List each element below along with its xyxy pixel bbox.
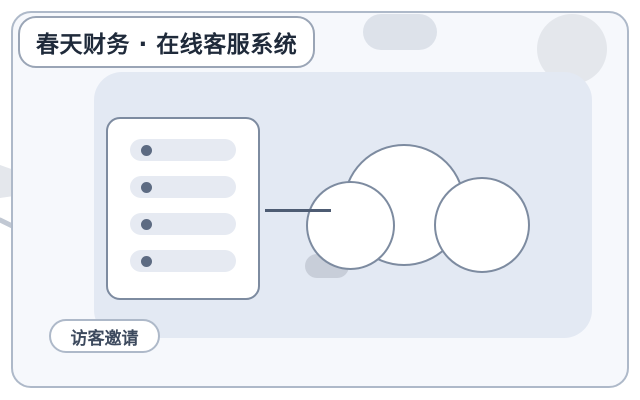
cloud-circle-left: [306, 181, 395, 270]
decorative-pill: [363, 14, 437, 50]
server-rack-icon: [106, 117, 260, 300]
server-status-dot: [141, 256, 152, 267]
server-status-dot: [141, 182, 152, 193]
server-status-dot: [141, 145, 152, 156]
server-row: [130, 176, 236, 198]
visitor-invite-button[interactable]: 访客邀请: [49, 319, 160, 353]
connection-line: [265, 209, 331, 212]
page-title: 春天财务 · 在线客服系统: [36, 32, 298, 58]
server-row: [130, 139, 236, 161]
server-row: [130, 250, 236, 272]
page-title-box: 春天财务 · 在线客服系统: [18, 16, 316, 68]
server-status-dot: [141, 219, 152, 230]
server-row: [130, 213, 236, 235]
visitor-invite-label: 访客邀请: [70, 328, 139, 349]
cloud-circle-right: [434, 177, 530, 273]
